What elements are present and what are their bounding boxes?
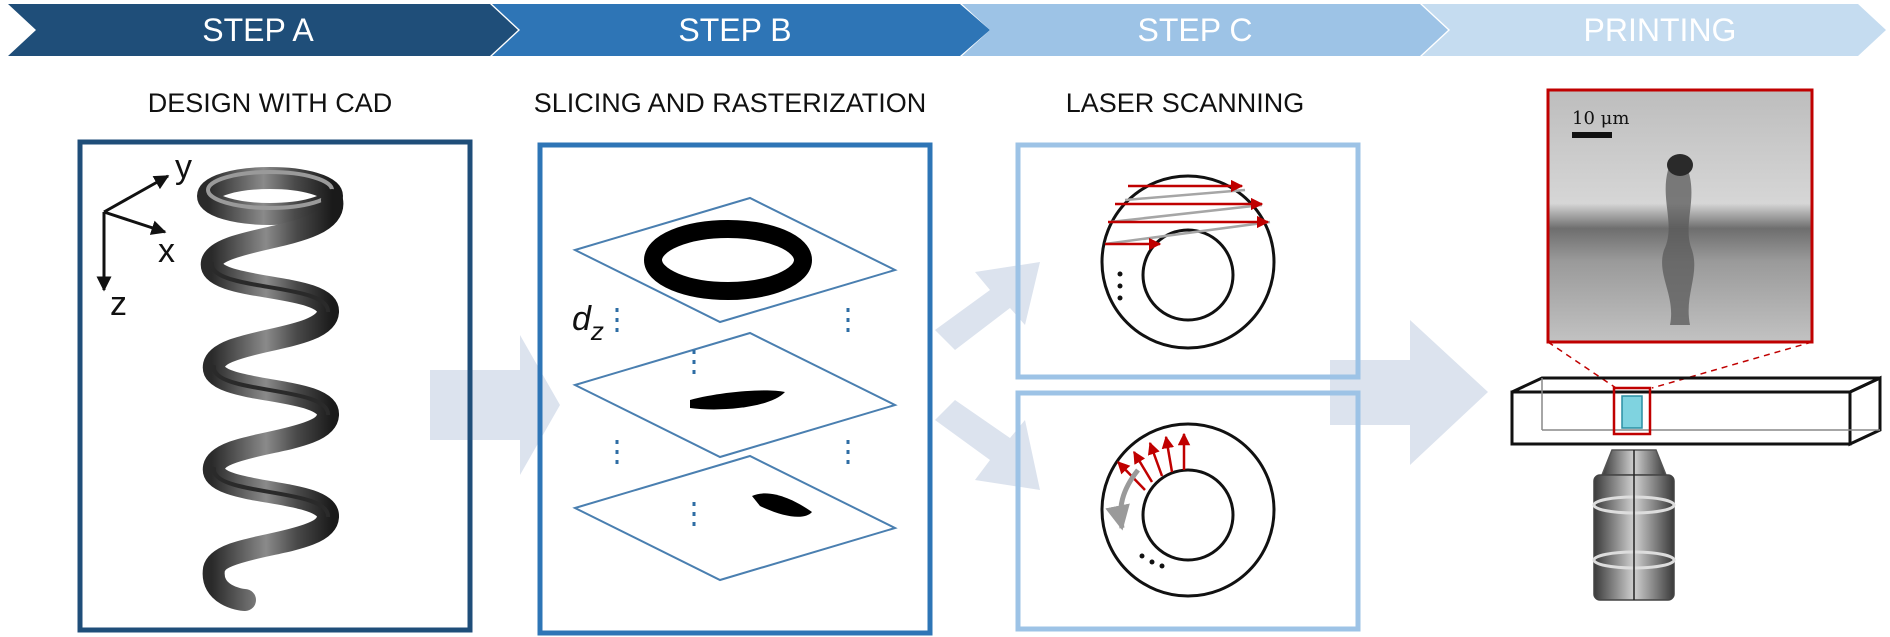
z-axis-label: z: [110, 285, 127, 323]
cad-panel: [77, 139, 473, 633]
print-setup: [1510, 375, 1882, 601]
helix-model: [197, 167, 344, 611]
laser-scanning-title: LASER SCANNING: [1066, 88, 1305, 118]
slice-2-segment: [690, 390, 785, 410]
scan-panel-bottom: [1015, 390, 1361, 632]
scale-bar: [1572, 132, 1612, 138]
flow-arrow-b-to-c-upper: [935, 262, 1040, 350]
dz-d: d: [572, 300, 592, 338]
zoom-line-left: [1547, 341, 1617, 389]
contour-direction-arrow: [1105, 468, 1140, 531]
slicing-panel: [537, 142, 933, 636]
step-banner: STEP A STEP B STEP C PRINTING: [8, 4, 1886, 56]
axis-triad: [96, 174, 170, 292]
dot: [1139, 553, 1145, 559]
outer-ring-top: [1100, 174, 1276, 350]
zoom-lines: [1547, 341, 1813, 389]
flow-arrow-b-to-c-lower: [935, 400, 1040, 490]
zoom-highlight-box: [1612, 386, 1652, 436]
inner-ring-bottom: [1141, 468, 1235, 562]
design-with-cad-title: DESIGN WITH CAD: [148, 88, 393, 118]
step-b-chevron: [492, 4, 990, 56]
micrograph-inset: 10 μm: [1546, 88, 1814, 344]
printed-helix-pillar: [1662, 170, 1695, 325]
raster-continuation-dots: [1117, 271, 1123, 301]
contour-scan-diagram: [1100, 422, 1276, 598]
x-axis-label: x: [158, 232, 175, 270]
dz-subscript: z: [590, 316, 604, 346]
dot: [1159, 563, 1165, 569]
y-axis-label: y: [175, 148, 192, 186]
slice-1-ring: [644, 220, 812, 300]
slice-3-segment: [752, 493, 812, 517]
contour-arrow: [1161, 435, 1175, 473]
step-c-chevron: [962, 4, 1448, 56]
slicing-title: SLICING AND RASTERIZATION: [534, 88, 927, 118]
micrograph-frame: [1546, 88, 1814, 344]
substrate-side: [1848, 375, 1882, 447]
raster-scan-diagram: [1100, 174, 1276, 350]
contour-arrow: [1132, 450, 1154, 483]
slice-plane-1: [572, 196, 898, 324]
step-c-label: STEP C: [1138, 12, 1253, 48]
dot: [1117, 271, 1123, 277]
step-b-label: STEP B: [678, 12, 791, 48]
objective-lens: [1592, 449, 1676, 601]
dot: [1117, 283, 1123, 289]
y-axis-line: [103, 174, 170, 214]
substrate-front: [1510, 390, 1852, 446]
slice-plane-2: [572, 331, 898, 459]
contour-arrows: [1117, 432, 1191, 491]
step-a-chevron: [8, 4, 518, 56]
flow-arrow-c-to-printing: [1330, 320, 1488, 465]
dot: [1149, 559, 1155, 565]
printing-chevron: [1422, 4, 1886, 56]
step-a-label: STEP A: [202, 12, 314, 48]
printing-label: PRINTING: [1584, 12, 1737, 48]
flow-arrows: [430, 262, 1488, 490]
contour-arrow: [1147, 441, 1164, 477]
scan-panel-top: [1015, 142, 1361, 380]
helix-coil-shade: [209, 261, 331, 518]
scale-bar-label: 10 μm: [1572, 108, 1629, 129]
inner-ring-top: [1141, 228, 1235, 322]
raster-line: [1109, 203, 1263, 224]
raster-lines: [1104, 188, 1271, 246]
printed-helix-top: [1667, 154, 1693, 176]
substrate-top: [1511, 376, 1881, 394]
contour-continuation-dots: [1139, 553, 1165, 569]
outer-ring-bottom: [1100, 422, 1276, 598]
flow-arrow-a-to-b: [430, 335, 560, 475]
slice-spacing-label: dz: [572, 300, 604, 346]
x-axis-line: [103, 210, 167, 235]
dot: [1117, 295, 1123, 301]
slice-spacing-dots: [615, 308, 850, 530]
raster-arrows: [1105, 179, 1270, 251]
zoom-line-right: [1651, 341, 1813, 389]
slice-planes: [572, 196, 898, 582]
raster-line: [1124, 188, 1246, 202]
raster-line: [1104, 220, 1271, 246]
printed-structure: [1621, 395, 1643, 429]
slice-plane-3: [572, 454, 898, 582]
